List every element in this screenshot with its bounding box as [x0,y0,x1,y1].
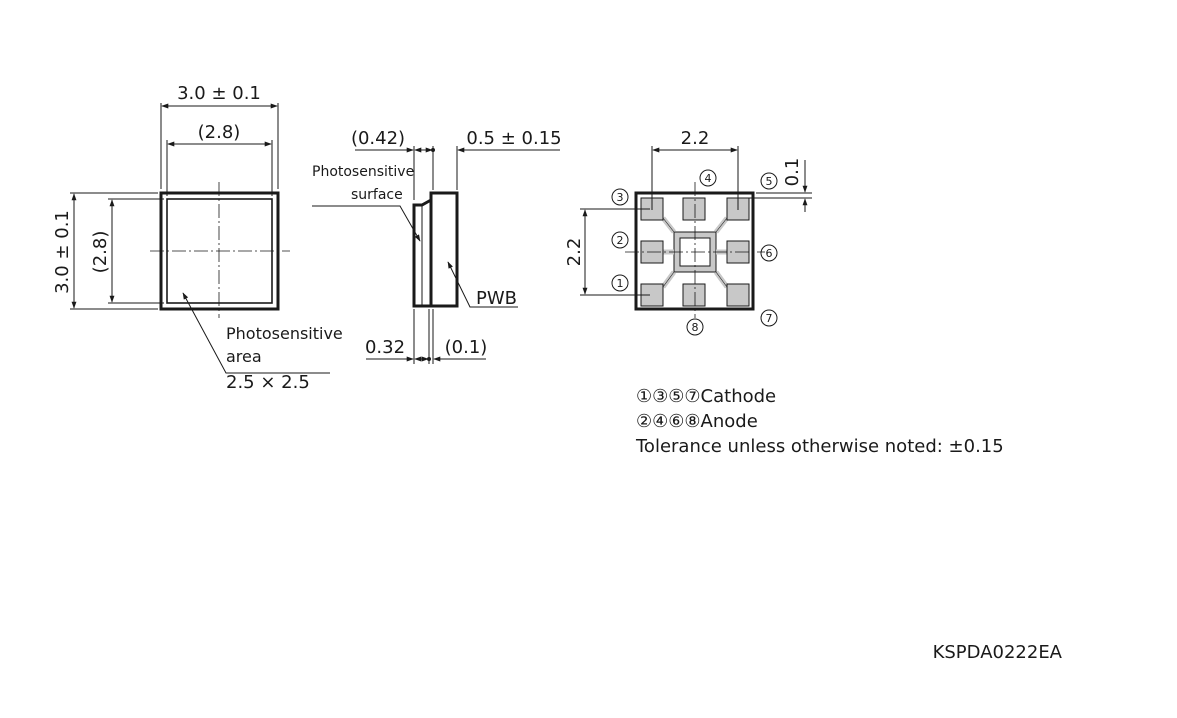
pwb-body [429,191,459,308]
pin-label-3: 3 [611,188,629,206]
pad-8 [682,283,706,307]
pwb-label: PWB [476,288,517,309]
tolerance-note: Tolerance unless otherwise noted: ±0.15 [635,436,1004,457]
front-view: 3.0 ± 0.1 (2.8) 3.0 ± 0.1 (2.8) Photosen… [52,83,343,393]
svg-text:4: 4 [705,172,712,185]
back-package-outline [634,191,755,311]
svg-text:6: 6 [766,247,773,260]
svg-text:7: 7 [766,312,773,325]
pin-legend: ①③⑤⑦Cathode ②④⑥⑧Anode Tolerance unless o… [635,386,1004,457]
top-pitch-dimension-label: 2.2 [681,128,710,149]
svg-text:3: 3 [617,191,624,204]
pin-label-2: 2 [611,231,629,249]
surface-label-line2: surface [351,187,403,203]
bottom-right-dimension-label: (0.1) [445,337,488,358]
area-leader-line [182,292,330,374]
bottom-left-dimension-label: 0.32 [365,337,405,358]
inner-height-dimension-label: (2.8) [90,231,111,274]
pad-7 [726,283,750,307]
area-label-line1: Photosensitive [226,324,343,343]
svg-text:5: 5 [766,175,773,188]
surface-leader-line [312,205,421,242]
top-right-dimension-label: 0.5 ± 0.15 [466,128,561,149]
cathode-label: Cathode [701,386,777,407]
surface-label-line1: Photosensitive [312,164,414,180]
width-dimension-label: 3.0 ± 0.1 [177,83,261,104]
pad-4 [682,197,706,221]
cathode-legend: ①③⑤⑦Cathode [636,386,776,407]
height-dimension-label: 3.0 ± 0.1 [52,210,73,294]
right-dimension-label: 0.1 [782,158,803,187]
cathode-pins: ①③⑤⑦ [636,386,701,407]
pin-label-8: 8 [686,318,704,336]
left-pitch-dimension-label: 2.2 [564,238,585,267]
pwb-leader-line [447,261,518,308]
pin-label-5: 5 [760,172,778,190]
anode-pins: ②④⑥⑧ [636,411,701,432]
drawing-id: KSPDA0222EA [933,642,1063,663]
pin-label-7: 7 [760,309,778,327]
area-size-label: 2.5 × 2.5 [226,372,310,393]
inner-width-dimension-label: (2.8) [198,122,241,143]
back-view: 2.2 2.2 0.1 3 4 5 2 6 [564,128,812,336]
area-label-line2: area [226,347,262,366]
pin-label-6: 6 [760,244,778,262]
resin-layer [412,198,432,308]
anode-label: Anode [701,411,758,432]
svg-text:8: 8 [692,321,699,334]
anode-legend: ②④⑥⑧Anode [636,411,758,432]
pin-label-1: 1 [611,274,629,292]
svg-text:2: 2 [617,234,624,247]
pin-label-4: 4 [699,169,717,187]
svg-text:1: 1 [617,277,624,290]
top-left-dimension-label: (0.42) [351,128,405,149]
side-view: (0.42) 0.5 ± 0.15 Photosensitive surface… [312,128,562,364]
